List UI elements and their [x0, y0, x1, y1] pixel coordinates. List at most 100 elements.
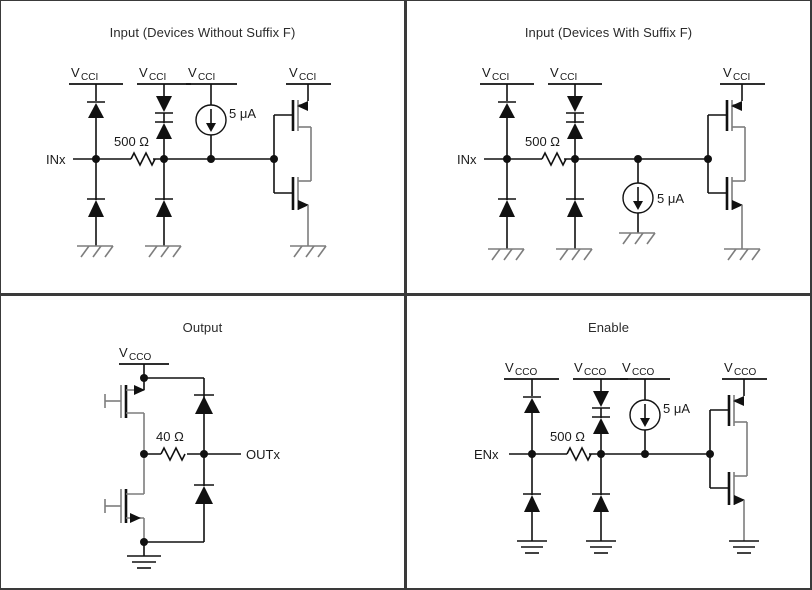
pmos-transistor: [707, 100, 746, 159]
diode-branch-right: [144, 377, 214, 543]
junction-dot: [528, 450, 536, 458]
rail-4: V CCI: [286, 65, 331, 101]
signal-label-outx: OUTx: [246, 447, 280, 462]
rail-label-v: V: [188, 65, 197, 80]
ground-chassis-2: [145, 245, 182, 258]
ground-chassis-3: [290, 245, 327, 258]
junction-dot: [92, 155, 100, 163]
current-source-5ua: 5 μA: [629, 399, 690, 454]
diode-col1-upper: [498, 101, 516, 159]
current-source-label: 5 μA: [663, 401, 690, 416]
resistor-500: 500 Ω: [550, 429, 592, 462]
rail-label-sub: CCI: [198, 72, 215, 83]
diode-col1-lower: [523, 454, 541, 541]
rail-label-v: V: [482, 65, 491, 80]
rail-2: V CCO: [573, 360, 628, 391]
rail-label-v: V: [550, 65, 559, 80]
resistor-label: 500 Ω: [550, 429, 585, 444]
schematic-canvas: V CCO: [407, 296, 810, 588]
junction-dot: [140, 450, 148, 458]
diode-col2-mid-up: [592, 416, 610, 454]
ground-earth-1: [517, 540, 547, 554]
rail-2: V CCI: [548, 65, 602, 96]
panel-input-with-suffix-f: Input (Devices With Suffix F) V CCI: [405, 0, 812, 295]
junction-dot: [634, 155, 642, 163]
rail-label-sub: CCI: [149, 72, 166, 83]
nmos-transistor: [104, 454, 145, 542]
pmos-transistor: [104, 378, 145, 454]
rail-1: V CCI: [69, 65, 123, 101]
rail-4: V CCO: [722, 360, 767, 396]
rail-label-sub: CCO: [584, 367, 606, 378]
schematic-canvas: V CCO: [1, 296, 404, 588]
panel-title: Input (Devices Without Suffix F): [109, 25, 296, 40]
panel-output: Output V CCO: [0, 294, 406, 590]
resistor-label: 500 Ω: [114, 134, 149, 149]
junction-dot: [571, 155, 579, 163]
ground-chassis-1: [77, 245, 114, 258]
rail-label-sub: CCO: [632, 367, 654, 378]
resistor-40: 40 Ω: [156, 429, 186, 462]
rail-label-v: V: [119, 345, 128, 360]
panel-title: Enable: [587, 320, 630, 335]
rail-3: V CCO: [620, 360, 670, 400]
junction-dot: [597, 450, 605, 458]
diode-col2-mid-up: [566, 121, 584, 159]
junction-dot: [704, 155, 712, 163]
diode-col2-top-down: [566, 96, 584, 123]
signal-label-inx: INx: [457, 152, 477, 167]
current-source-5ua: 5 μA: [622, 159, 684, 233]
diode-col2-bottom-up: [566, 159, 584, 249]
nmos-transistor: [273, 159, 312, 246]
junction-dot: [706, 450, 714, 458]
rail-label-v: V: [724, 360, 733, 375]
schematic-canvas: V CCI: [1, 1, 404, 293]
rail-label-v: V: [574, 360, 583, 375]
pmos-transistor: [273, 100, 312, 159]
diode-col1-lower: [498, 159, 516, 249]
rail-label-v: V: [71, 65, 80, 80]
resistor-label: 40 Ω: [156, 429, 184, 444]
ground-chassis-4: [724, 248, 761, 261]
rail-1: V CCO: [119, 345, 169, 378]
ground-chassis-1: [488, 248, 525, 261]
rail-label-sub: CCI: [560, 72, 577, 83]
junction-dot: [270, 155, 278, 163]
ground-earth-2: [586, 540, 616, 554]
panel-enable: Enable V CCO: [405, 294, 812, 590]
diode-col2-top-down: [592, 391, 610, 418]
rail-label-v: V: [505, 360, 514, 375]
ground-chassis-2: [556, 248, 593, 261]
junction-dot: [140, 538, 148, 546]
ground-earth: [127, 542, 161, 569]
rail-3: V CCI: [186, 65, 237, 105]
resistor-500: 500 Ω: [114, 134, 156, 167]
diode-col1-upper: [523, 396, 541, 454]
nmos-transistor: [707, 159, 746, 249]
current-source-label: 5 μA: [229, 106, 256, 121]
schematic-canvas: V CCI: [407, 1, 810, 293]
rail-label-v: V: [289, 65, 298, 80]
diode-col1-lower: [87, 159, 105, 246]
rail-label-v: V: [622, 360, 631, 375]
rail-label-sub: CCI: [299, 72, 316, 83]
signal-label-enx: ENx: [474, 447, 499, 462]
rail-label-sub: CCI: [492, 72, 509, 83]
panel-title: Input (Devices With Suffix F): [524, 25, 693, 40]
rail-label-v: V: [139, 65, 148, 80]
rail-label-sub: CCO: [515, 367, 537, 378]
junction-dot: [200, 450, 208, 458]
junction-dot: [207, 155, 215, 163]
resistor-500: 500 Ω: [525, 134, 567, 167]
diode-col2-bottom-up: [155, 159, 173, 246]
rail-1: V CCI: [480, 65, 534, 101]
diode-col2-top-down: [155, 96, 173, 123]
panel-input-without-suffix-f: Input (Devices Without Suffix F) V CCI: [0, 0, 406, 295]
junction-dot: [503, 155, 511, 163]
rail-2: V CCI: [137, 65, 191, 96]
rail-label-sub: CCI: [733, 72, 750, 83]
junction-dot: [140, 374, 148, 382]
signal-label-inx: INx: [46, 152, 66, 167]
ground-chassis-3: [619, 232, 656, 245]
